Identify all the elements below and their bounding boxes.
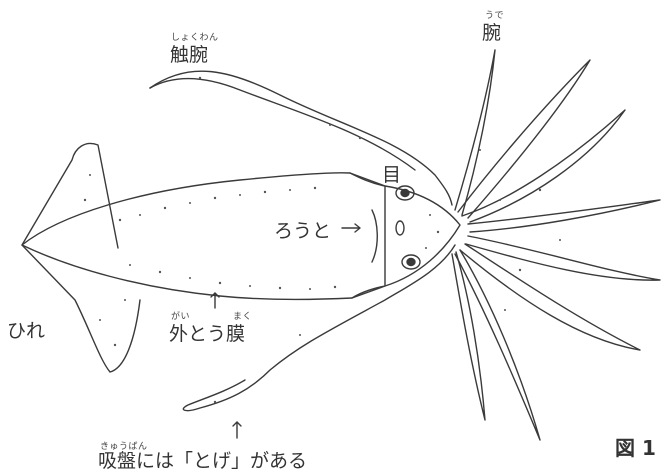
funnel-shape (396, 221, 404, 235)
fin-label: ひれ (7, 316, 45, 343)
arm-4 (468, 200, 660, 232)
mantle-pointer (211, 293, 219, 308)
sucker-pointer (233, 422, 241, 438)
figure-label: 図 1 (615, 432, 656, 461)
arm-5 (466, 236, 660, 280)
arm-6 (460, 244, 640, 350)
arm-label: 腕 (482, 18, 501, 45)
sucker-label: 吸盤には「とげ」がある (98, 446, 307, 473)
arm-2 (458, 60, 590, 218)
arm-7 (455, 250, 540, 440)
funnel-label: ろうと (274, 216, 331, 243)
eye-label: 目 (382, 160, 401, 187)
funnel-pointer (342, 224, 360, 232)
arm-8 (452, 252, 485, 420)
tentacle-label: 触腕 (170, 40, 208, 67)
mantle-label: 外とう膜 (169, 319, 245, 346)
